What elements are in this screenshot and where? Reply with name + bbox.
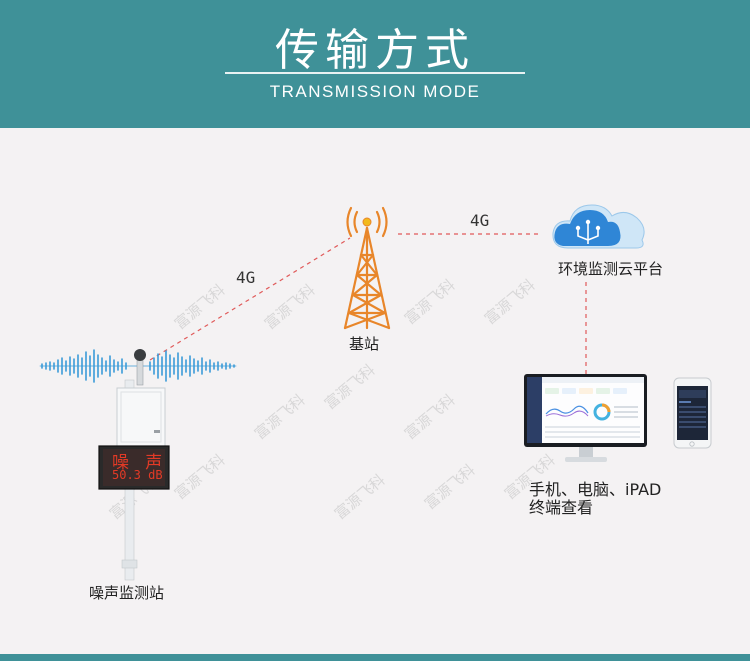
page-title: 传输方式 xyxy=(275,25,475,76)
cloud-icon xyxy=(552,204,645,249)
page-subtitle: TRANSMISSION MODE xyxy=(269,82,481,101)
noise-station-icon xyxy=(98,349,170,581)
watermark: 富源飞科 xyxy=(321,361,379,413)
watermark: 富源飞科 xyxy=(171,451,229,503)
header-banner: 传输方式 TRANSMISSION MODE xyxy=(0,0,750,128)
base-station-label: 基站 xyxy=(349,335,380,353)
led-line-1: 噪 声 xyxy=(112,453,166,473)
watermark: 富源飞科 xyxy=(251,391,309,443)
watermark: 富源飞科 xyxy=(171,281,229,333)
cloud-platform-label: 环境监测云平台 xyxy=(558,260,664,278)
watermark: 富源飞科 xyxy=(401,391,459,443)
watermark: 富源飞科 xyxy=(421,461,479,513)
link-station-to-tower xyxy=(149,237,351,361)
led-line-2: 50.3 dB xyxy=(112,468,163,482)
watermark: 富源飞科 xyxy=(261,281,319,333)
watermark: 富源飞科 xyxy=(331,471,389,523)
title-divider xyxy=(225,72,525,74)
watermark: 富源飞科 xyxy=(401,276,459,328)
watermark-layer: 富源飞科 富源飞科 富源飞科 富源飞科 富源飞科 富源飞科 富源飞科 富源飞科 … xyxy=(106,276,559,523)
phone-icon xyxy=(673,377,712,449)
tower-icon xyxy=(343,206,391,330)
link-label-left: 4G xyxy=(236,268,256,287)
devices-label-line-1: 手机、电脑、iPAD xyxy=(529,480,662,499)
watermark: 富源飞科 xyxy=(481,276,539,328)
noise-station-label: 噪声监测站 xyxy=(89,584,165,602)
footer-band xyxy=(0,654,750,661)
devices-label-line-2: 终端查看 xyxy=(529,498,594,517)
link-label-right: 4G xyxy=(470,211,490,230)
sound-wave-icon xyxy=(39,349,237,383)
monitor-icon xyxy=(524,374,647,462)
